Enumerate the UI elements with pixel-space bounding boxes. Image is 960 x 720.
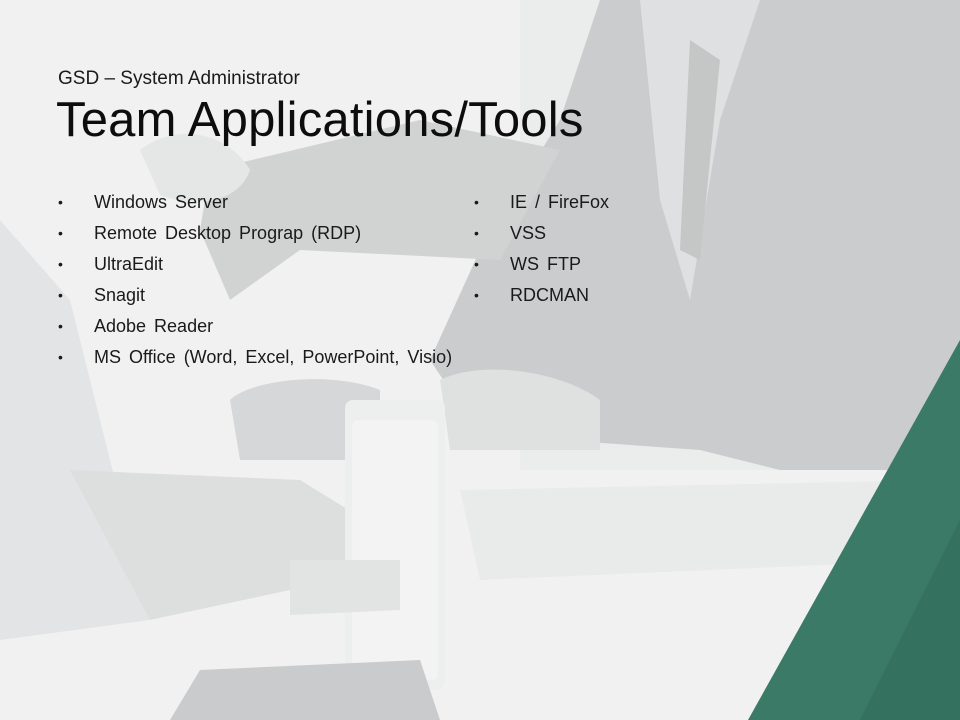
bullet-icon: • — [58, 256, 63, 272]
bullet-icon: • — [474, 256, 479, 272]
bullet-icon: • — [58, 287, 63, 303]
list-item-text: Remote Desktop Prograp (RDP) — [94, 223, 362, 243]
slide-subtitle: GSD – System Administrator — [58, 68, 300, 89]
list-item-text: UltraEdit — [94, 254, 164, 274]
bullet-icon: • — [58, 318, 63, 334]
bullet-icon: • — [474, 194, 479, 210]
bullet-icon: • — [58, 194, 63, 210]
list-item-text: WS FTP — [510, 254, 581, 274]
list-item: • RDCMAN — [474, 284, 774, 306]
list-item: • VSS — [474, 222, 774, 244]
list-item: • Windows Server — [58, 191, 468, 213]
bullet-icon: • — [474, 225, 479, 241]
bullet-icon: • — [474, 287, 479, 303]
bullet-icon: • — [58, 225, 63, 241]
list-item: • Adobe Reader — [58, 315, 468, 337]
left-bullet-list: • Windows Server • Remote Desktop Prograp … — [58, 191, 468, 377]
list-item: • WS FTP — [474, 253, 774, 275]
list-item-text: VSS — [510, 223, 547, 243]
slide-title: Team Applications/Tools — [56, 93, 584, 147]
list-item-text: Adobe Reader — [94, 316, 214, 336]
list-item: • IE / FireFox — [474, 191, 774, 213]
bullet-icon: • — [58, 349, 63, 365]
list-item: • MS Office (Word, Excel, PowerPoint, Vis… — [58, 346, 468, 368]
list-item-text: Snagit — [94, 285, 146, 305]
list-item: • Snagit — [58, 284, 468, 306]
list-item-text: Windows Server — [94, 192, 229, 212]
list-item-text: MS Office (Word, Excel, PowerPoint, Visi… — [94, 347, 453, 367]
list-item-text: RDCMAN — [510, 285, 589, 305]
right-bullet-list: • IE / FireFox • VSS • WS FTP • RDCMAN — [474, 191, 774, 315]
list-item: • Remote Desktop Prograp (RDP) — [58, 222, 468, 244]
list-item-text: IE / FireFox — [510, 192, 610, 212]
list-item: • UltraEdit — [58, 253, 468, 275]
